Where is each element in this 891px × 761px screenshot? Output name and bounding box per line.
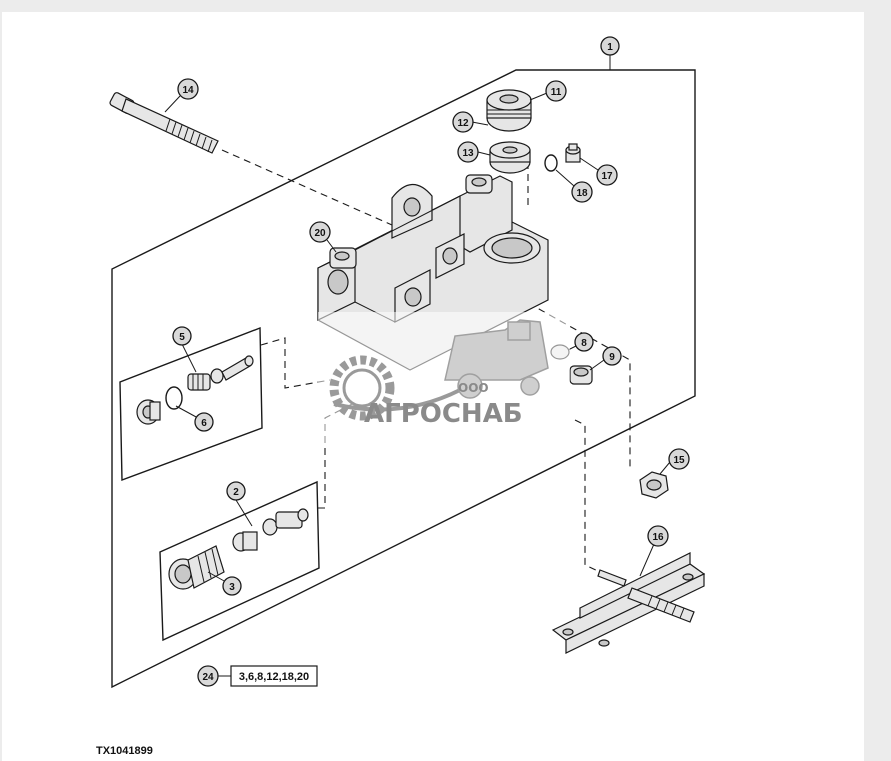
callout-label: 6	[201, 418, 207, 429]
callout-18: 18	[571, 181, 593, 203]
watermark-company-name: АГРОСНАБ	[364, 399, 523, 429]
callout-label: 18	[576, 188, 588, 199]
kit-callout-24: 24 3,6,8,12,18,20	[197, 665, 318, 687]
callout-1: 1	[600, 36, 620, 56]
callout-label: 12	[457, 118, 469, 129]
plug-part-9	[569, 365, 593, 385]
callout-15: 15	[668, 448, 690, 470]
gear-icon	[329, 355, 461, 421]
callout-label: 16	[652, 532, 664, 543]
figure-id: TX1041899	[96, 745, 153, 757]
callout-13: 13	[457, 141, 479, 163]
plug-part-11	[486, 89, 532, 132]
kit-number: 24	[202, 672, 214, 683]
bolt-part-14	[109, 92, 219, 154]
callout-14: 14	[177, 78, 199, 100]
callout-label: 1	[607, 42, 613, 53]
spring-icon	[187, 373, 211, 391]
leader-lines	[164, 92, 671, 583]
o-ring-part-18	[544, 154, 558, 172]
callout-17: 17	[596, 164, 618, 186]
callout-label: 15	[673, 455, 685, 466]
callout-5: 5	[172, 326, 192, 346]
watermark: ООО АГРОСНАБ	[318, 312, 570, 448]
callout-label: 17	[601, 171, 613, 182]
washer-part-13	[489, 141, 531, 174]
callout-11: 11	[545, 80, 567, 102]
callout-6: 6	[194, 412, 214, 432]
callout-12: 12	[452, 111, 474, 133]
watermark-company-type: ООО	[458, 381, 489, 395]
bracket-part-16	[551, 552, 706, 654]
callout-16: 16	[647, 525, 669, 547]
assembly-boundary	[111, 69, 696, 689]
kit-contents: 3,6,8,12,18,20	[239, 671, 309, 683]
callout-label: 20	[314, 228, 326, 239]
callout-9: 9	[602, 346, 622, 366]
callout-label: 5	[179, 332, 185, 343]
callout-label: 11	[551, 87, 562, 98]
combine-harvester-icon	[444, 319, 549, 399]
plug-part-17	[565, 143, 581, 163]
callout-label: 13	[462, 148, 474, 159]
callout-8: 8	[574, 332, 594, 352]
subkit-box-2	[159, 480, 320, 642]
callout-label: 3	[229, 582, 235, 593]
callout-20: 20	[309, 221, 331, 243]
callout-3: 3	[222, 576, 242, 596]
relief-valve-parts-5	[136, 355, 254, 425]
subkit-box-5	[119, 326, 263, 481]
callout-label: 14	[182, 85, 194, 96]
callout-label: 2	[233, 487, 239, 498]
check-valve-parts-2	[168, 508, 309, 590]
callout-label: 8	[581, 338, 587, 349]
callout-label: 9	[609, 352, 615, 363]
callout-2: 2	[226, 481, 246, 501]
hex-nut-part-15	[639, 471, 669, 499]
